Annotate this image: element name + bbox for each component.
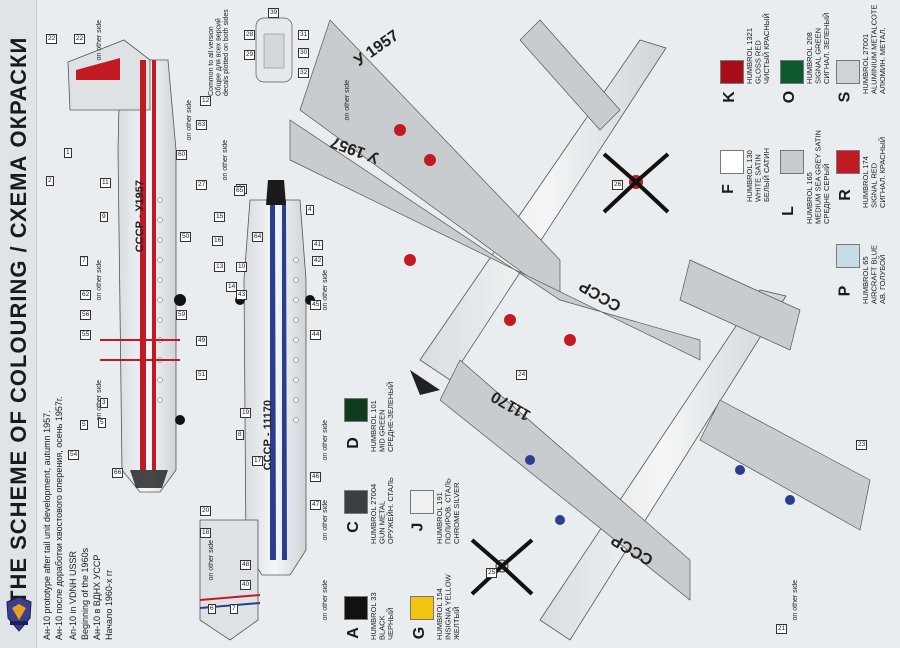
on-other-side-note: on other side bbox=[322, 420, 329, 461]
decal-number: 62 bbox=[80, 290, 92, 300]
decal-number: 5 bbox=[98, 418, 106, 428]
decal-number: 46 bbox=[310, 472, 322, 482]
brand-logo-icon bbox=[6, 596, 32, 632]
swatch-P bbox=[836, 244, 860, 268]
decal-number: 22 bbox=[74, 34, 86, 44]
decal-number: 3 bbox=[100, 398, 108, 408]
registration-blue-side: СССР - 11170 bbox=[262, 400, 274, 471]
on-other-side-note: on other side bbox=[792, 580, 799, 621]
decal-number: 65 bbox=[234, 186, 246, 196]
decal-number: 19 bbox=[240, 408, 252, 418]
decal-number: 25 bbox=[486, 568, 498, 578]
decal-number: 54 bbox=[68, 450, 80, 460]
decal-number: 27 bbox=[196, 180, 208, 190]
decal-number: 20 bbox=[200, 506, 212, 516]
decal-number: 51 bbox=[196, 370, 208, 380]
top-view-red bbox=[289, 19, 701, 395]
swatch-J bbox=[410, 490, 434, 514]
detail-inset bbox=[255, 17, 293, 83]
decal-number: 22 bbox=[46, 34, 58, 44]
swatch-D bbox=[344, 398, 368, 422]
swatch-R bbox=[836, 150, 860, 174]
decal-number: 55 bbox=[80, 330, 92, 340]
swatch-L bbox=[780, 150, 804, 174]
swatch-S bbox=[836, 60, 860, 84]
decal-number: 49 bbox=[196, 336, 208, 346]
swatch-C bbox=[344, 490, 368, 514]
swatch-O bbox=[780, 60, 804, 84]
decal-number: 29 bbox=[244, 50, 256, 60]
decal-number: 41 bbox=[312, 240, 324, 250]
on-other-side-note: on other side bbox=[96, 260, 103, 301]
on-other-side-note: on other side bbox=[208, 540, 215, 581]
on-other-side-note: on other side bbox=[322, 270, 329, 311]
decal-number: 12 bbox=[200, 96, 212, 106]
decal-number: 50 bbox=[180, 232, 192, 242]
on-other-side-note: on other side bbox=[186, 100, 193, 141]
on-other-side-note: on other side bbox=[96, 20, 103, 61]
title-strip: THE SCHEME OF COLOURING / СХЕМА ОКРАСКИ bbox=[0, 0, 37, 648]
on-other-side-note: on other side bbox=[322, 500, 329, 541]
decal-number: 17 bbox=[252, 456, 264, 466]
decal-number: 42 bbox=[312, 256, 324, 266]
decal-number: 39 bbox=[268, 8, 280, 18]
decal-number: 66 bbox=[112, 468, 124, 478]
decal-number: 64 bbox=[252, 232, 264, 242]
decal-number: 1 bbox=[64, 148, 72, 158]
on-other-side-note: on other side bbox=[222, 140, 229, 181]
decal-number: 44 bbox=[310, 330, 322, 340]
swatch-G bbox=[410, 596, 434, 620]
decal-number: 43 bbox=[236, 290, 248, 300]
on-other-side-note: on other side bbox=[344, 80, 351, 121]
decal-number: 31 bbox=[298, 30, 310, 40]
decal-number: 15 bbox=[214, 212, 226, 222]
decal-number: 60 bbox=[176, 150, 188, 160]
decal-number: 30 bbox=[298, 48, 310, 58]
decal-number: 8 bbox=[236, 430, 244, 440]
top-view-blue bbox=[439, 259, 871, 641]
side-view-blue bbox=[199, 180, 315, 641]
decal-number: 48 bbox=[240, 560, 252, 570]
decal-number: 21 bbox=[776, 624, 788, 634]
propeller-detail-red bbox=[602, 152, 670, 214]
decal-number: 59 bbox=[176, 310, 188, 320]
decal-number: 26 bbox=[612, 180, 624, 190]
decal-number: 28 bbox=[244, 30, 256, 40]
decal-number: 40 bbox=[240, 580, 252, 590]
swatch-K bbox=[720, 60, 744, 84]
decal-number: 4 bbox=[306, 205, 314, 215]
decal-number: 2 bbox=[46, 176, 54, 186]
propeller-detail-plain bbox=[470, 538, 534, 596]
decal-number: 5 bbox=[80, 420, 88, 430]
decal-number: 56 bbox=[80, 310, 92, 320]
decal-number: 16 bbox=[212, 236, 224, 246]
decal-number: 10 bbox=[236, 262, 248, 272]
side-view-red bbox=[67, 39, 186, 493]
decal-number: 14 bbox=[226, 282, 238, 292]
decal-number: 9 bbox=[100, 212, 108, 222]
decal-number: 7 bbox=[80, 256, 88, 266]
decal-number: 23 bbox=[856, 440, 868, 450]
decal-number: 32 bbox=[298, 68, 310, 78]
decal-number: 6 bbox=[208, 604, 216, 614]
swatch-F bbox=[720, 150, 744, 174]
registration-red-side: СССР - У1957 bbox=[134, 180, 146, 253]
decal-number: 18 bbox=[200, 528, 212, 538]
decal-number: 63 bbox=[196, 120, 208, 130]
decal-number: 24 bbox=[516, 370, 528, 380]
decal-number: 47 bbox=[310, 500, 322, 510]
on-other-side-note: on other side bbox=[322, 580, 329, 621]
swatch-A bbox=[344, 596, 368, 620]
decal-number: 45 bbox=[310, 300, 322, 310]
decal-number: 11 bbox=[100, 178, 111, 188]
decal-number: 7 bbox=[230, 604, 238, 614]
decal-number: 13 bbox=[214, 262, 226, 272]
